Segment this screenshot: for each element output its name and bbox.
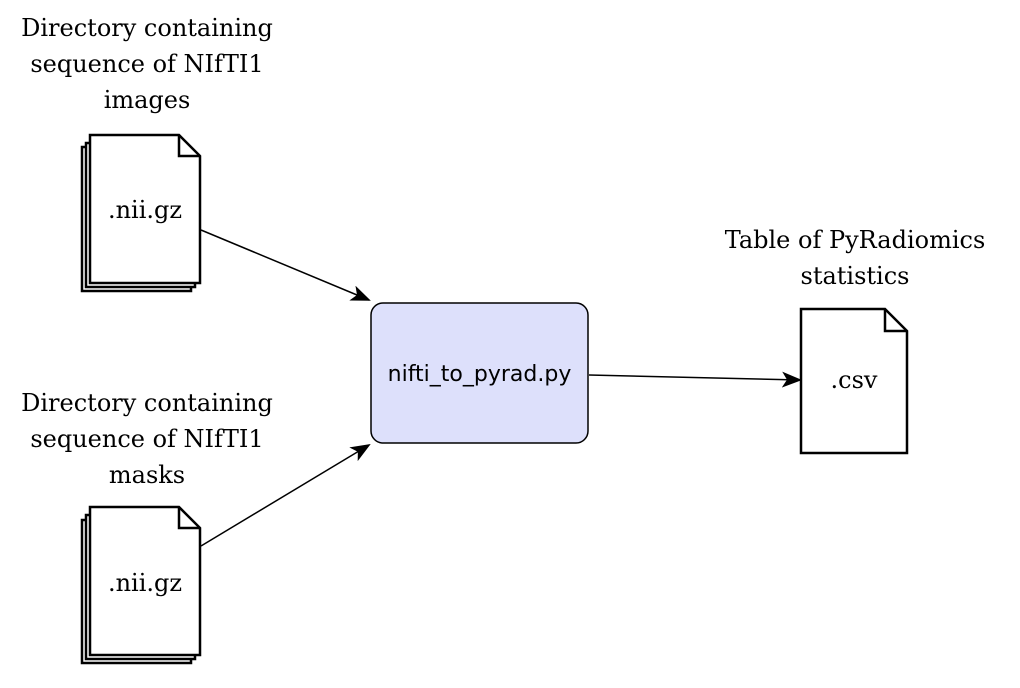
masks-caption-line: masks	[108, 461, 186, 489]
masks-caption-line: sequence of NIfTI1	[30, 425, 264, 453]
csv-file-icon: .csv	[799, 307, 909, 455]
process-to-csv-arrow	[588, 371, 802, 388]
images-caption-line: images	[103, 86, 191, 114]
images-file-stack-icon: .nii.gz	[80, 133, 202, 293]
images-caption-line: sequence of NIfTI1	[30, 50, 264, 78]
output-caption-line: statistics	[800, 262, 910, 290]
process-node: nifti_to_pyrad.py	[370, 302, 589, 444]
masks-caption-line: Directory containing	[21, 389, 273, 417]
masks-file-stack-icon: .nii.gz	[80, 505, 202, 665]
masks-to-process-arrow	[200, 443, 371, 547]
masks-file-label: .nii.gz	[108, 569, 182, 597]
images-caption: Directory containing sequence of NIfTI1 …	[7, 10, 287, 118]
masks-caption: Directory containing sequence of NIfTI1 …	[7, 385, 287, 493]
process-box	[370, 302, 589, 444]
output-caption: Table of PyRadiomics statistics	[705, 222, 1005, 294]
images-file-label: .nii.gz	[108, 196, 182, 224]
process-label: nifti_to_pyrad.py	[388, 362, 572, 387]
csv-file-label: .csv	[831, 366, 878, 394]
output-caption-line: Table of PyRadiomics	[724, 226, 986, 254]
images-caption-line: Directory containing	[21, 14, 273, 42]
images-to-process-arrow	[200, 229, 371, 301]
